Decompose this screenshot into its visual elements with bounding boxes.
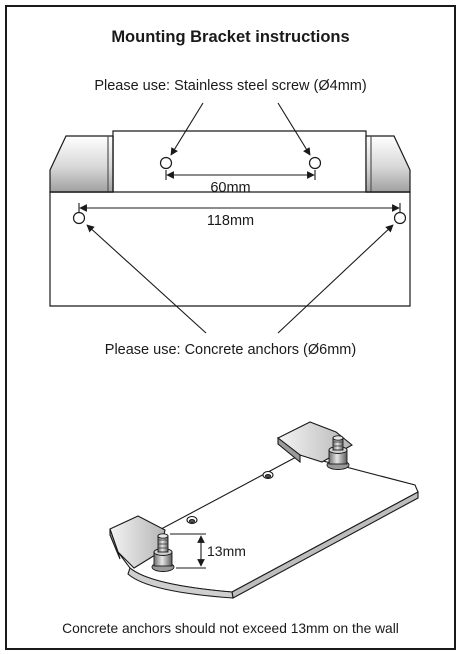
anchor-spacing-label: 118mm — [206, 213, 255, 229]
anchor-protrusion-label: 13mm — [207, 543, 246, 559]
anchor-note: Please use: Concrete anchors (Ø6mm) — [104, 342, 357, 358]
bracket-top-view — [49, 130, 411, 307]
sheet-border — [5, 5, 456, 650]
anchor-leader-arrows — [86, 224, 394, 334]
screw-hole-right — [308, 156, 322, 170]
page-title: Mounting Bracket instructions — [111, 28, 350, 46]
anchor-bolt-rear — [326, 435, 350, 470]
dimension-line-13 — [170, 533, 206, 569]
screw-note: Please use: Stainless steel screw (Ø4mm) — [94, 78, 367, 94]
bracket-perspective-view — [109, 421, 419, 599]
screw-leader-arrows — [170, 102, 311, 156]
footer-note: Concrete anchors should not exceed 13mm … — [62, 621, 399, 636]
dimension-line-118 — [78, 203, 401, 213]
dimension-line-60 — [165, 170, 316, 180]
anchor-bolt-front — [151, 533, 175, 572]
screw-hole-left — [159, 156, 173, 170]
screw-spacing-label: 60mm — [210, 180, 251, 196]
